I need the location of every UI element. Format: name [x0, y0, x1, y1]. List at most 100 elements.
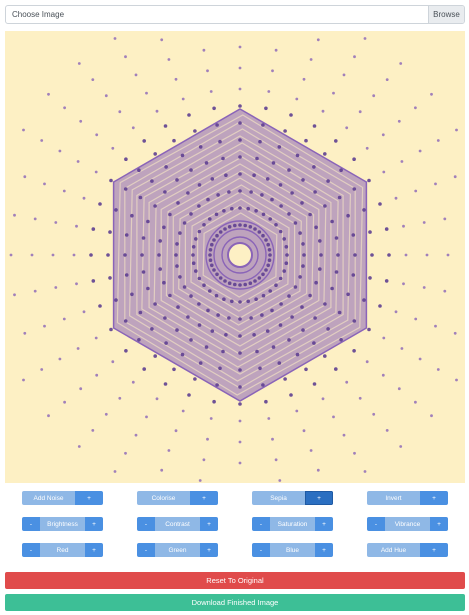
pattern-dot	[278, 323, 283, 327]
blue-button[interactable]: Blue	[270, 543, 315, 557]
pattern-dot	[278, 479, 282, 482]
green-button[interactable]: Green	[155, 543, 200, 557]
vibrance-button[interactable]: Vibrance	[385, 517, 430, 531]
pattern-dot	[258, 139, 262, 144]
pattern-dot	[187, 113, 191, 117]
red-group: - Red +	[22, 543, 103, 557]
pattern-dot	[130, 292, 134, 297]
reset-to-original-button[interactable]: Reset To Original	[5, 572, 465, 589]
saturation-plus-button[interactable]: +	[315, 517, 333, 531]
pattern-dot	[124, 349, 128, 353]
pattern-dot	[346, 292, 350, 297]
vibrance-minus-button[interactable]: -	[367, 517, 385, 531]
vibrance-group: - Vibrance +	[367, 517, 448, 531]
blue-plus-button[interactable]: +	[315, 543, 333, 557]
brightness-button[interactable]: Brightness	[40, 517, 85, 531]
pattern-dot	[208, 248, 213, 252]
invert-plus-button[interactable]: +	[420, 491, 448, 505]
green-minus-button[interactable]: -	[137, 543, 155, 557]
pattern-dot	[313, 316, 317, 320]
inner-circle	[205, 220, 275, 290]
pattern-dot	[295, 153, 300, 158]
pattern-dot	[434, 324, 437, 328]
blue-minus-button[interactable]: -	[252, 543, 270, 557]
pattern-dot	[208, 217, 212, 221]
pattern-dot	[249, 316, 253, 320]
pattern-dot	[334, 236, 339, 240]
red-button[interactable]: Red	[40, 543, 85, 557]
pattern-dot	[227, 225, 232, 229]
pattern-dot	[175, 264, 179, 268]
brightness-minus-button[interactable]: -	[22, 517, 40, 531]
red-minus-button[interactable]: -	[22, 543, 40, 557]
pattern-dot	[47, 414, 50, 418]
colorise-plus-button[interactable]: +	[190, 491, 218, 505]
add-noise-button[interactable]: Add Noise	[22, 491, 75, 505]
pattern-dot	[312, 124, 317, 128]
vibrance-plus-button[interactable]: +	[430, 517, 448, 531]
file-input-label[interactable]: Choose Image	[12, 10, 65, 19]
pattern-dot	[238, 121, 242, 125]
pattern-dot	[153, 354, 157, 358]
pattern-dot	[215, 272, 219, 277]
red-plus-button[interactable]: +	[85, 543, 103, 557]
pattern-dot	[182, 285, 187, 289]
saturation-minus-button[interactable]: -	[252, 517, 270, 531]
pattern-dot	[238, 66, 242, 70]
pattern-dot	[314, 225, 318, 230]
pattern-dot	[295, 409, 299, 413]
pattern-dot	[400, 160, 404, 163]
pattern-dot	[124, 273, 129, 277]
sepia-button[interactable]: Sepia	[252, 491, 305, 505]
pattern-dot	[108, 230, 112, 234]
pattern-dot	[323, 354, 327, 358]
pattern-dot	[108, 276, 112, 280]
sepia-plus-button[interactable]: +	[305, 491, 333, 505]
pattern-dot	[124, 233, 129, 237]
contrast-plus-button[interactable]: +	[200, 517, 218, 531]
pattern-dot	[238, 317, 242, 321]
add-noise-group: Add Noise +	[22, 491, 103, 505]
brightness-plus-button[interactable]: +	[85, 517, 103, 531]
pattern-dot	[394, 310, 398, 314]
pattern-dot	[197, 204, 201, 208]
pattern-dot	[238, 155, 242, 159]
pattern-dot	[40, 139, 44, 142]
pattern-dot	[218, 366, 222, 371]
pattern-dot	[271, 161, 276, 165]
pattern-dot	[22, 378, 25, 382]
add-hue-plus-button[interactable]: +	[420, 543, 448, 557]
image-artwork	[9, 37, 458, 482]
pattern-dot	[75, 224, 78, 228]
pattern-dot	[134, 433, 138, 437]
pattern-dot	[193, 129, 197, 133]
add-hue-button[interactable]: Add Hue	[367, 543, 420, 557]
invert-button[interactable]: Invert	[367, 491, 420, 505]
add-noise-plus-button[interactable]: +	[75, 491, 103, 505]
pattern-dot	[198, 145, 203, 149]
pattern-dot	[290, 191, 294, 195]
browse-button[interactable]: Browse	[428, 6, 464, 23]
pattern-dot	[75, 282, 78, 286]
pattern-dot	[337, 195, 342, 200]
pattern-dot	[118, 110, 122, 114]
pattern-dot	[351, 233, 356, 237]
pattern-dot	[436, 139, 440, 142]
pattern-dot	[368, 276, 372, 280]
pattern-dot	[293, 221, 298, 225]
contrast-minus-button[interactable]: -	[137, 517, 155, 531]
download-finished-image-button[interactable]: Download Finished Image	[5, 594, 465, 611]
colorise-button[interactable]: Colorise	[137, 491, 190, 505]
pattern-dot	[353, 451, 356, 455]
file-input[interactable]: Choose Image Browse	[5, 5, 465, 24]
pattern-dot	[150, 179, 154, 183]
pattern-dot	[326, 327, 330, 331]
green-plus-button[interactable]: +	[200, 543, 218, 557]
pattern-dot	[351, 273, 356, 277]
pattern-dot	[339, 168, 343, 172]
contrast-button[interactable]: Contrast	[155, 517, 200, 531]
pattern-dot	[215, 383, 219, 387]
pattern-dot	[382, 170, 386, 174]
saturation-button[interactable]: Saturation	[270, 517, 315, 531]
pattern-dot	[142, 139, 146, 143]
